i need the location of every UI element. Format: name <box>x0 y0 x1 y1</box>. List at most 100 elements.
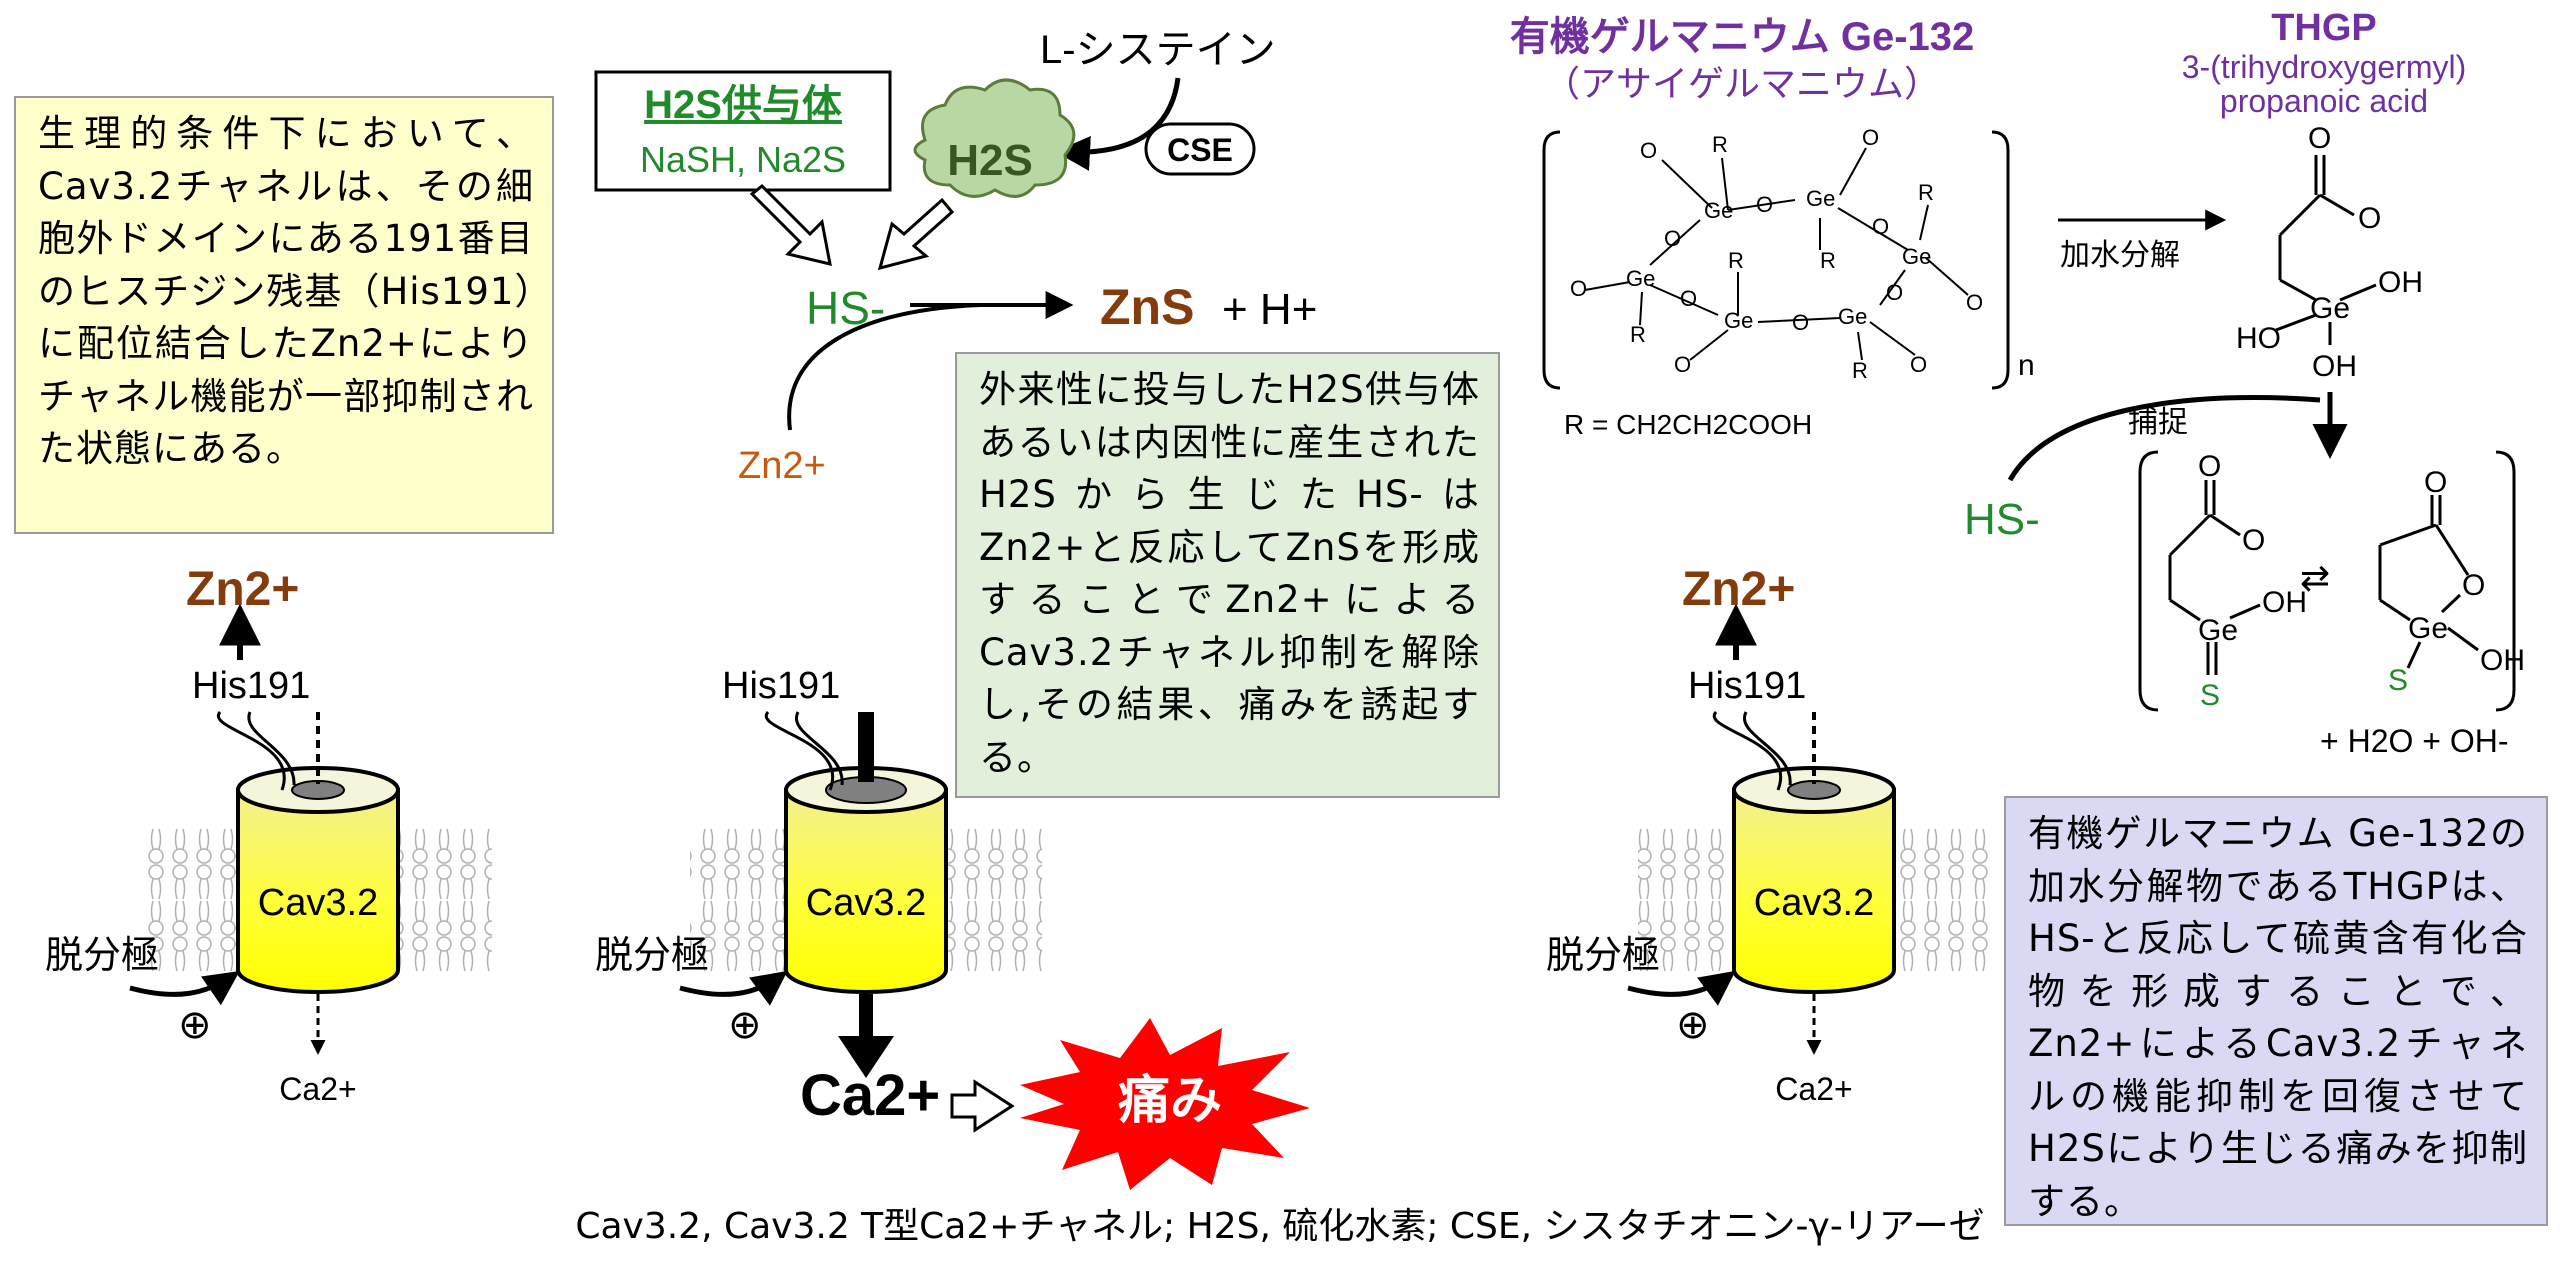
physiological-condition-box: 生理的条件下において、Cav3.2チャネルは、その細胞外ドメインにある191番目… <box>14 96 554 534</box>
hs-capture-curve <box>2007 395 2321 482</box>
ge132-subtitle: （アサイゲルマニウム） <box>1544 63 1940 104</box>
thgp-name-line1: 3-(trihydroxygermyl) <box>2182 49 2466 85</box>
zn-curve <box>787 303 981 431</box>
r-group-4: R <box>1728 248 1744 273</box>
hydrolysis-label: 加水分解 <box>2060 239 2180 272</box>
h2s-donor-title: H2S供与体 <box>644 83 842 127</box>
plus-right: ⊕ <box>1676 1003 1710 1047</box>
h2s-donor-examples: NaSH, Na2S <box>640 139 846 180</box>
h2s-effect-box: 外来性に投与したH2S供与体あるいは内因性に産生されたH2Sから生じたHS-はZ… <box>955 352 1500 798</box>
water-hydroxide-label: + H2O + OH- <box>2320 723 2509 759</box>
prod1-oh: OH <box>2262 586 2307 619</box>
o-atom-3: O <box>1886 280 1903 305</box>
o-atom-5: O <box>1680 286 1697 311</box>
ge-atom-1: Ge <box>1704 198 1733 223</box>
zn-label-left: Zn2+ <box>186 563 299 616</box>
prod1-o-minus: O <box>2242 524 2265 557</box>
ca-small-left: Ca2+ <box>279 1071 356 1107</box>
o-atom-12: O <box>1910 352 1927 377</box>
o-atom-6: O <box>1664 226 1681 251</box>
physiological-text: 生理的条件下において、Cav3.2チャネルは、その細胞外ドメインにある191番目… <box>38 112 534 470</box>
r-group-2: R <box>1820 248 1836 273</box>
h-plus-label: + H+ <box>1222 285 1317 334</box>
r-group-5: R <box>1630 322 1646 347</box>
thgp-effect-box: 有機ゲルマニウム Ge-132の加水分解物であるTHGPは、HS-と反応して硫黄… <box>2004 796 2548 1226</box>
r-group-1: R <box>1712 132 1728 157</box>
ca-to-pain-arrow <box>950 1079 1015 1133</box>
hs-chem-label: HS- <box>1964 495 2040 544</box>
thgp-structure: O O Ge OH HO OH <box>2236 122 2423 383</box>
thgp-title: THGP <box>2271 7 2377 49</box>
ge-atom-3: Ge <box>1902 244 1931 269</box>
o-atom-8: O <box>1862 125 1879 150</box>
thgp-name-line2: propanoic acid <box>2220 83 2428 119</box>
depol-label-middle: 脱分極 <box>595 935 709 977</box>
zn-label-right: Zn2+ <box>1682 563 1795 616</box>
cloud-to-hs-arrow <box>877 197 955 271</box>
prod2-o-top: O <box>2424 466 2447 499</box>
r-group-3: R <box>1918 180 1934 205</box>
thgp-ho: HO <box>2236 322 2281 355</box>
cav-label-right: Cav3.2 <box>1754 882 1874 924</box>
h2s-donor-box: H2S供与体 NaSH, Na2S <box>594 70 892 192</box>
prod1-ge: Ge <box>2198 614 2238 647</box>
prod2-oh: OH <box>2480 644 2525 677</box>
thgp-effect-text: 有機ゲルマニウム Ge-132の加水分解物であるTHGPは、HS-と反応して硫黄… <box>2028 812 2528 1223</box>
o-atom-2: O <box>1872 214 1889 239</box>
h2s-cloud <box>913 78 1076 198</box>
cse-pill <box>1144 122 1256 176</box>
ge132-structure: n Ge O Ge O Ge O Ge O Ge <box>1542 125 2035 390</box>
his-label-left: His191 <box>192 665 310 707</box>
h2s-cloud-label: H2S <box>947 136 1033 185</box>
ca-large-label: Ca2+ <box>800 1063 940 1128</box>
channel-right: Cav3.2 Ca2+ His191 Zn2+ 脱分極 ⊕ <box>1546 563 1990 1107</box>
prod2-o-ring: O <box>2462 569 2485 602</box>
depol-label-left: 脱分極 <box>45 935 159 977</box>
ge-atom-6: Ge <box>1626 266 1655 291</box>
o-atom-1: O <box>1756 192 1773 217</box>
capture-label: 捕捉 <box>2128 406 2188 439</box>
equilibrium-arrows: ⇄ <box>2300 557 2330 598</box>
prod1-s: S <box>2200 679 2220 712</box>
polymer-n: n <box>2018 349 2035 382</box>
sulfur-products: O O Ge OH S ⇄ O O Ge OH S <box>2138 450 2525 712</box>
thgp-oh-2: OH <box>2312 350 2357 383</box>
his-label-right: His191 <box>1688 665 1806 707</box>
depol-label-right: 脱分極 <box>1546 935 1660 977</box>
thgp-o-top: O <box>2308 122 2331 155</box>
thgp-ge: Ge <box>2310 292 2350 325</box>
prod2-s-minus: S <box>2388 664 2408 697</box>
thgp-oh-1: OH <box>2378 266 2423 299</box>
o-atom-7: O <box>1640 138 1657 163</box>
his-label-middle: His191 <box>722 665 840 707</box>
zns-label: ZnS <box>1100 279 1194 335</box>
cav-label-left: Cav3.2 <box>258 882 378 924</box>
hs-label: HS- <box>806 282 885 334</box>
r-definition: R = CH2CH2COOH <box>1564 409 1812 440</box>
prod2-ge: Ge <box>2408 612 2448 645</box>
figure-caption: Cav3.2, Cav3.2 T型Ca2+チャネル; H2S, 硫化水素; CS… <box>575 1206 1985 1247</box>
cse-label: CSE <box>1167 132 1233 168</box>
ge132-title: 有機ゲルマニウム Ge-132 <box>1510 15 1975 59</box>
cse-arrow <box>1055 77 1181 171</box>
pain-burst: 痛み <box>1020 1018 1310 1190</box>
r-group-6: R <box>1852 358 1868 383</box>
ge-atom-2: Ge <box>1806 186 1835 211</box>
o-atom-10: O <box>1570 276 1587 301</box>
plus-left: ⊕ <box>178 1003 212 1047</box>
l-cysteine-label: L-システイン <box>1040 28 1276 72</box>
zn-reactant-label: Zn2+ <box>738 445 826 487</box>
h2s-effect-text: 外来性に投与したH2S供与体あるいは内因性に産生されたH2Sから生じたHS-はZ… <box>979 368 1480 779</box>
o-atom-11: O <box>1674 352 1691 377</box>
donor-to-hs-arrow <box>749 183 832 266</box>
prod1-o-top: O <box>2198 450 2221 483</box>
channel-middle: Cav3.2 His191 脱分極 ⊕ Ca2+ <box>595 665 1042 1133</box>
ge-atom-5: Ge <box>1724 308 1753 333</box>
plus-middle: ⊕ <box>728 1003 762 1047</box>
thgp-o-minus: O <box>2358 202 2381 235</box>
pain-label: 痛み <box>1118 1072 1222 1130</box>
o-atom-9: O <box>1966 290 1983 315</box>
cav-label-middle: Cav3.2 <box>806 882 926 924</box>
